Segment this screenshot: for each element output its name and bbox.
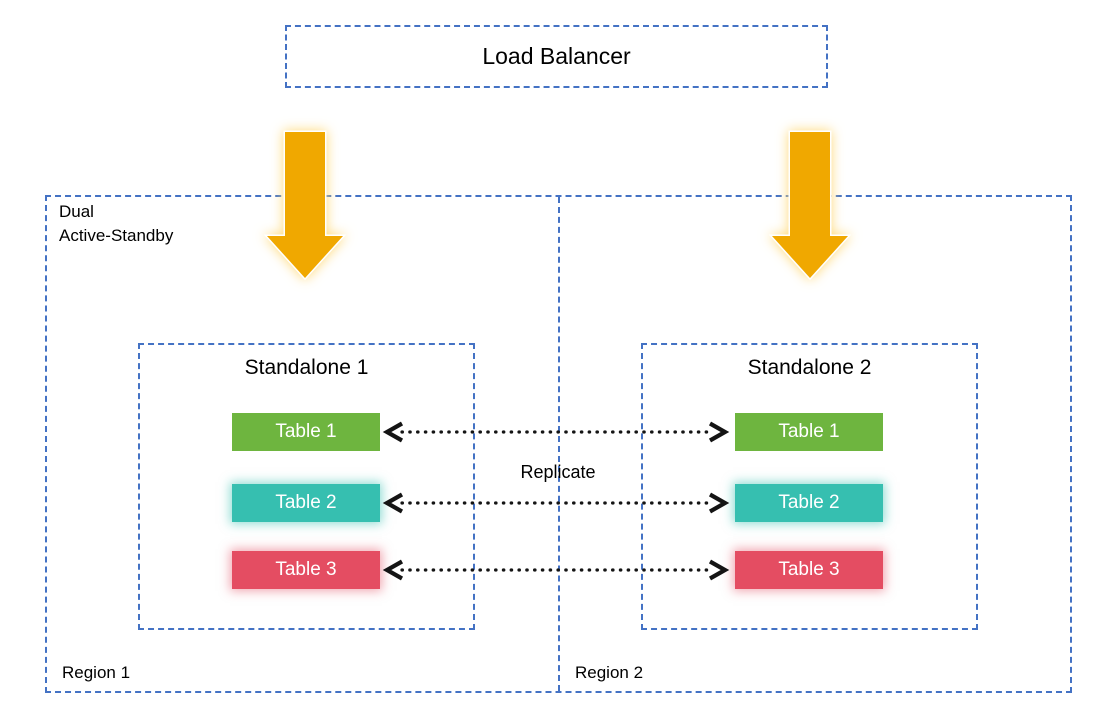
table-chip: Table 1 (232, 413, 380, 451)
table-chip: Table 2 (232, 484, 380, 522)
standalone-2-box: Standalone 2 Table 1 Table 2 Table 3 (641, 343, 978, 630)
regions-container: Dual Active-Standby Region 1 Region 2 (45, 195, 1072, 693)
standalone-2-title: Standalone 2 (747, 356, 872, 379)
load-balancer-label: Load Balancer (482, 43, 631, 69)
deployment-mode-label: Dual Active-Standby (59, 200, 173, 248)
deployment-mode-line1: Dual (59, 202, 94, 221)
standalone-1-box: Standalone 1 Table 1 Table 2 Table 3 (138, 343, 475, 630)
load-balancer-box: Load Balancer (285, 25, 828, 88)
deployment-mode-line2: Active-Standby (59, 226, 174, 245)
table-chip: Table 3 (232, 551, 380, 589)
region-1-label: Region 1 (62, 663, 131, 682)
replication-arrow-icon (380, 491, 732, 515)
replication-arrow-icon (380, 558, 732, 582)
table-chip: Table 2 (735, 484, 883, 522)
region-2-label: Region 2 (575, 663, 644, 682)
table-chip: Table 1 (735, 413, 883, 451)
down-arrow-icon (768, 128, 852, 284)
table-chip: Table 3 (735, 551, 883, 589)
replication-arrow-icon (380, 420, 732, 444)
standalone-1-title: Standalone 1 (244, 356, 369, 379)
region-divider (558, 197, 560, 691)
replicate-label: Replicate (520, 462, 596, 482)
down-arrow-icon (263, 128, 347, 284)
